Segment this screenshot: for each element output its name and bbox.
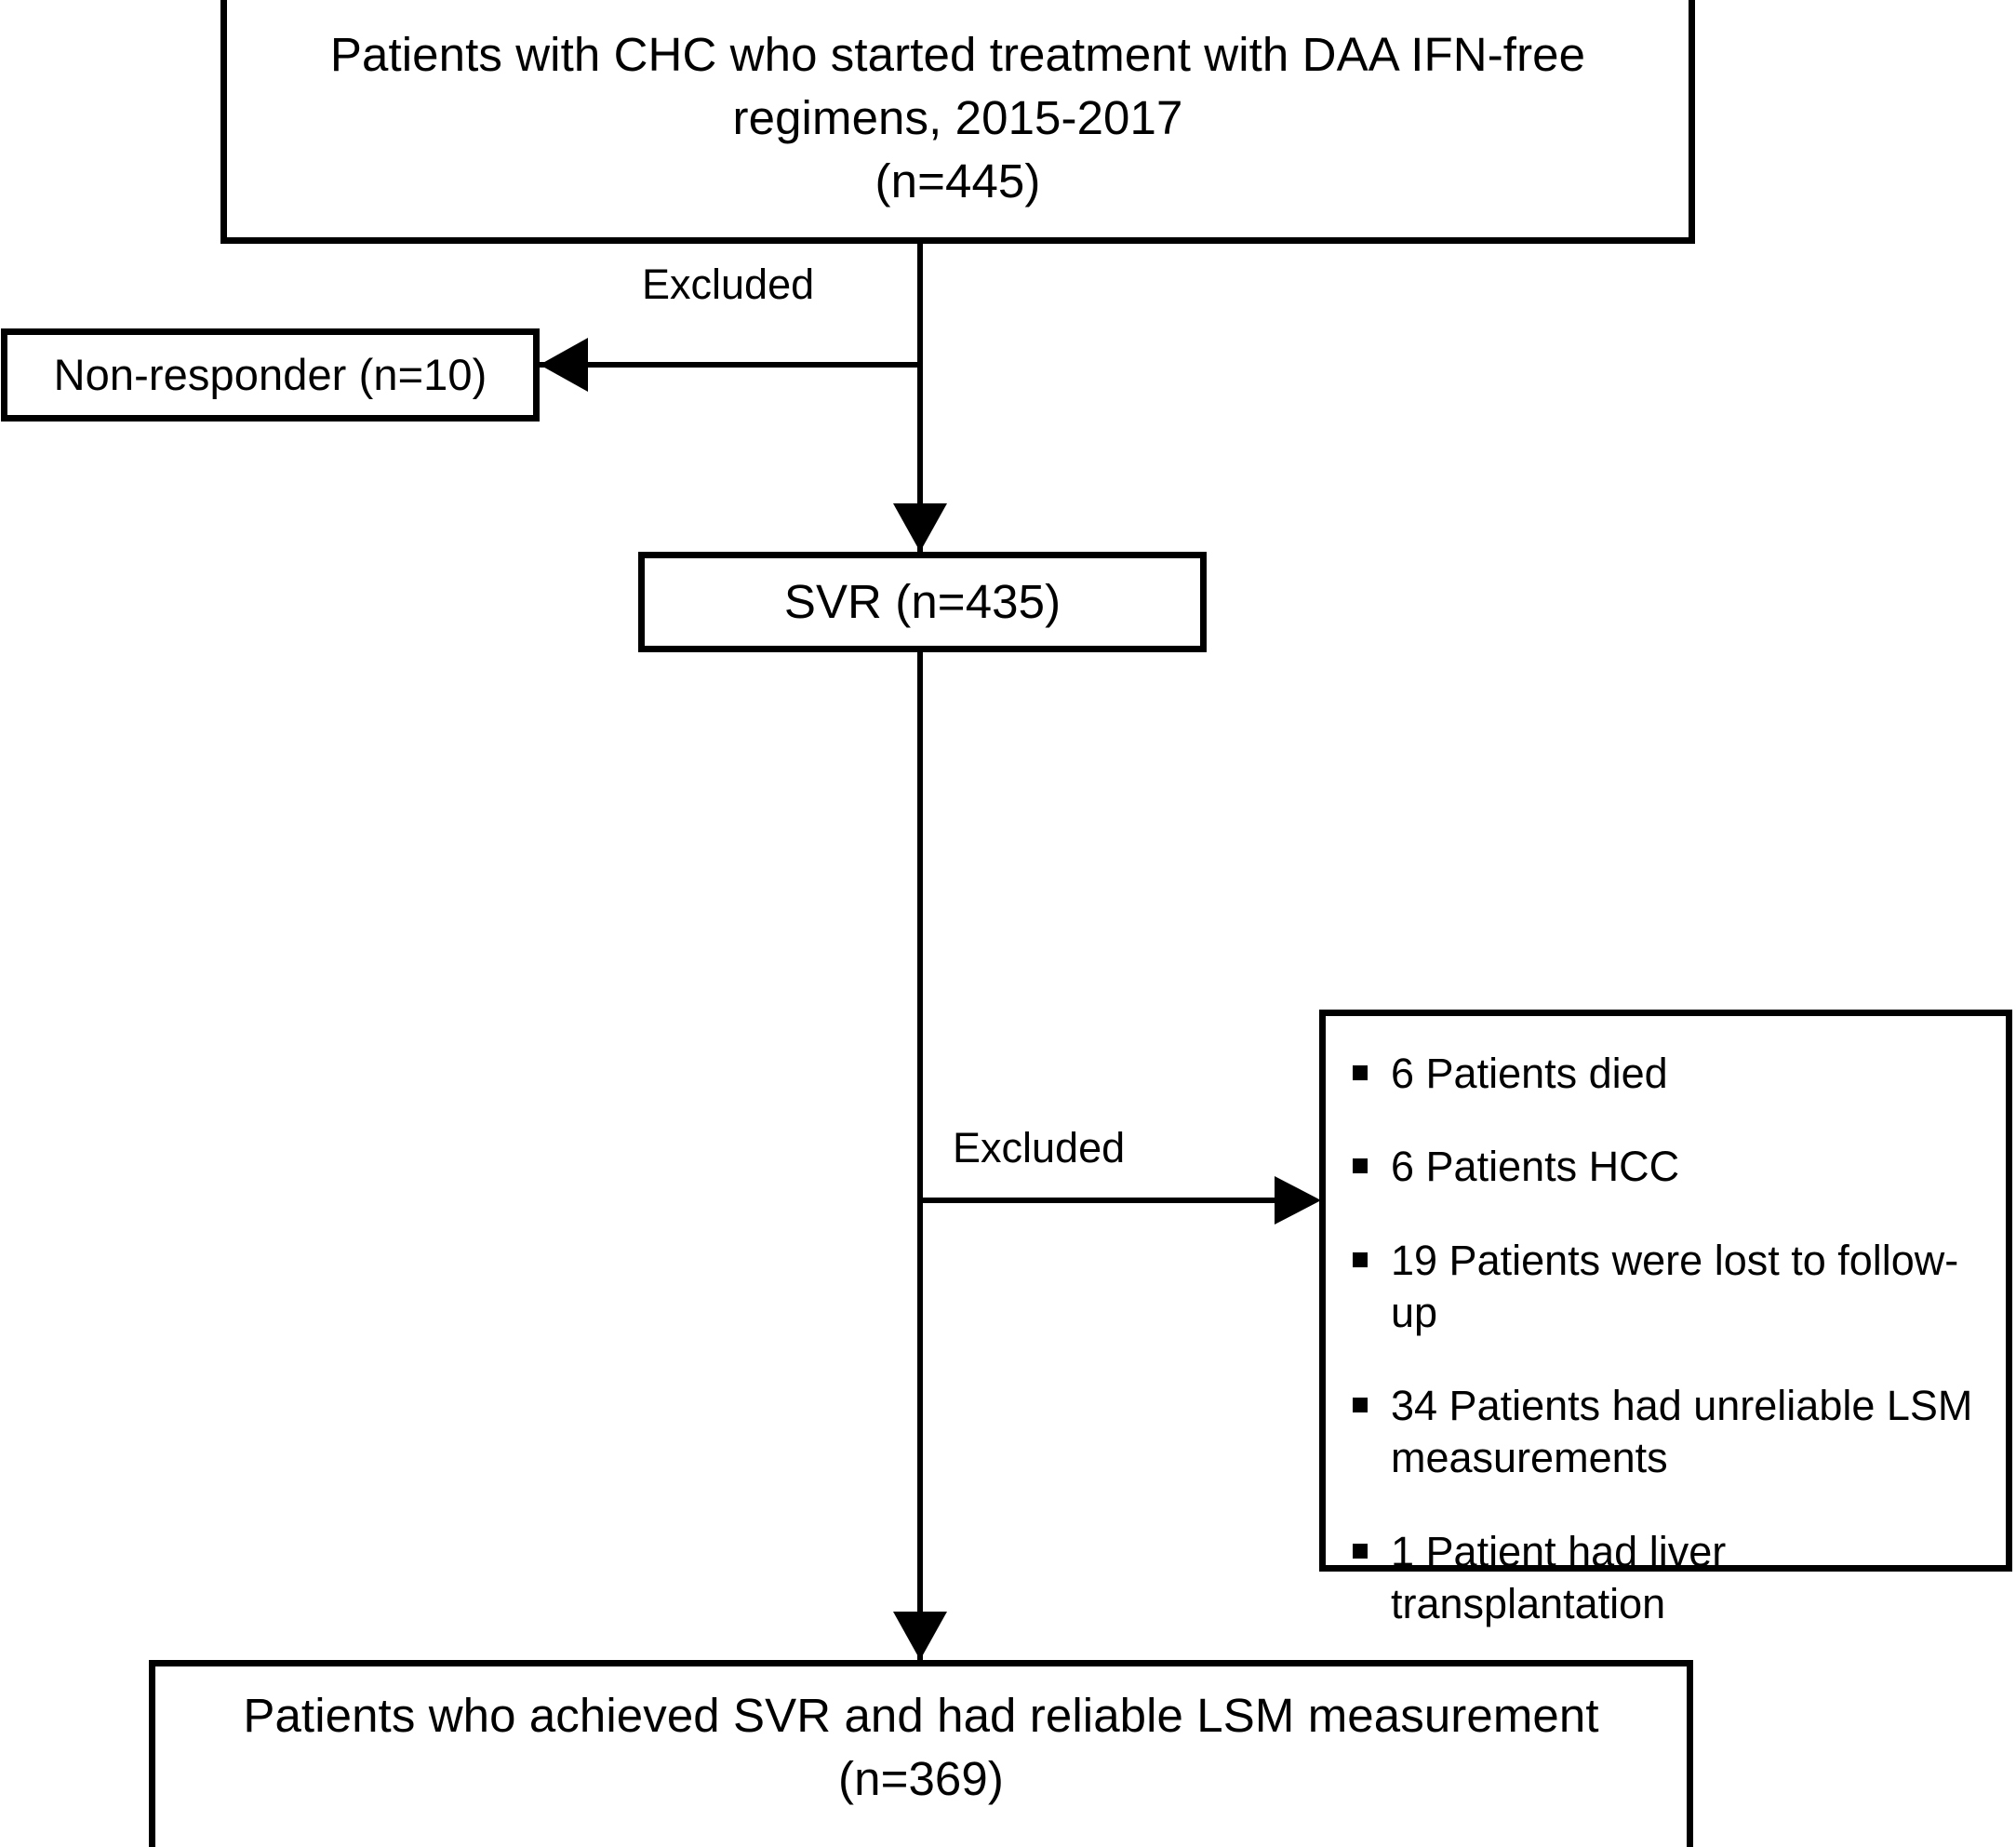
square-bullet-icon <box>1353 1251 1368 1267</box>
node-excluded-reasons: 6 Patients died 6 Patients HCC 19 Patien… <box>1319 1010 2012 1627</box>
list-item: 1 Patient had liver transplantation <box>1350 1526 1985 1631</box>
node-non-responder-label: Non-responder (n=10) <box>53 349 487 399</box>
connector-to-non-responder-arrowhead <box>540 338 588 392</box>
list-item-label: 1 Patient had liver transplantation <box>1391 1527 1727 1627</box>
edge-label-excluded-nonresponder: Excluded <box>642 261 815 308</box>
list-item: 6 Patients HCC <box>1350 1141 1985 1193</box>
square-bullet-icon <box>1353 1065 1368 1080</box>
node-svr: SVR (n=435) <box>638 552 1207 652</box>
list-item-label: 6 Patients HCC <box>1391 1143 1680 1191</box>
list-item-label: 19 Patients were lost to follow-up <box>1391 1236 1959 1336</box>
node-enrolled-patients: Patients with CHC who started treatment … <box>220 0 1695 244</box>
node-final-cohort: Patients who achieved SVR and had reliab… <box>149 1660 1693 1847</box>
connector-to-excluded-list-line <box>920 1198 1278 1203</box>
square-bullet-icon <box>1353 1543 1368 1559</box>
list-item: 34 Patients had unreliable LSM measureme… <box>1350 1380 1985 1485</box>
square-bullet-icon <box>1353 1398 1368 1412</box>
node-enrolled-patients-label: Patients with CHC who started treatment … <box>329 27 1586 208</box>
connector-to-excluded-list-arrowhead <box>1275 1176 1321 1225</box>
square-bullet-icon <box>1353 1158 1368 1174</box>
list-item-label: 34 Patients had unreliable LSM measureme… <box>1391 1382 1973 1482</box>
excluded-reasons-list: 6 Patients died 6 Patients HCC 19 Patien… <box>1350 1048 1985 1630</box>
connector-enrolled-to-svr-arrowhead <box>893 503 947 552</box>
list-item-label: 6 Patients died <box>1391 1050 1668 1097</box>
connector-to-non-responder-line <box>540 362 920 368</box>
node-final-cohort-label: Patients who achieved SVR and had reliab… <box>243 1688 1599 1805</box>
connector-enrolled-to-svr-line <box>917 244 923 552</box>
list-item: 19 Patients were lost to follow-up <box>1350 1235 1985 1340</box>
node-svr-label: SVR (n=435) <box>783 574 1061 628</box>
connector-svr-to-final-arrowhead <box>893 1612 947 1660</box>
connector-svr-to-final-line <box>917 652 923 1660</box>
node-non-responder: Non-responder (n=10) <box>1 328 540 422</box>
list-item: 6 Patients died <box>1350 1048 1985 1100</box>
edge-label-excluded-list: Excluded <box>953 1124 1126 1171</box>
